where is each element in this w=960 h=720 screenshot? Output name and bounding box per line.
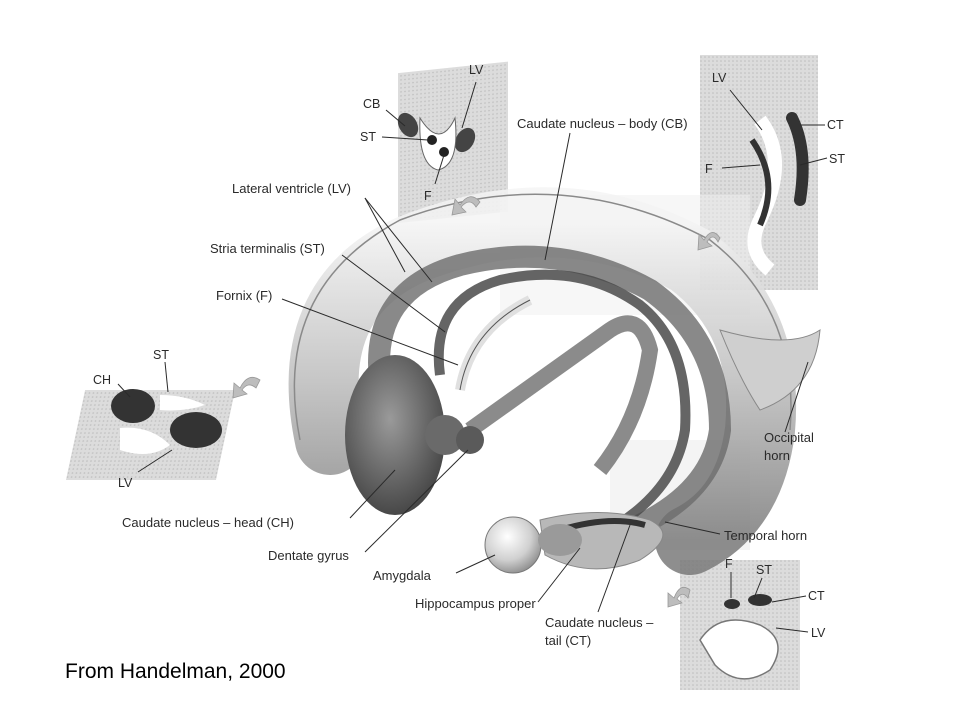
label-lateral-ventricle: Lateral ventricle (LV)	[232, 181, 351, 196]
top-inset-st: ST	[360, 130, 376, 144]
inset-labels: LV CB ST F LV CT ST F ST CH LV F ST CT L…	[93, 63, 845, 640]
label-fornix: Fornix (F)	[216, 288, 272, 303]
inset-bottom-hippo	[699, 619, 779, 680]
inset-left-ventricle	[120, 427, 170, 454]
arrow-right-icon	[697, 232, 721, 251]
inset-top-cb-left	[397, 112, 419, 138]
left-inset-ch: CH	[93, 373, 111, 387]
fornix-edge	[459, 299, 531, 391]
left-inset-lv: LV	[118, 476, 133, 490]
bottom-inset	[699, 594, 779, 680]
hippocampal-loop	[465, 315, 659, 475]
inset-top-f	[439, 147, 449, 157]
stria-terminalis	[433, 269, 691, 540]
structure-labels: Lateral ventricle (LV) Stria terminalis …	[122, 116, 814, 648]
right-inset-lv: LV	[712, 71, 727, 85]
top-inset-cb: CB	[363, 97, 380, 111]
bottom-inset-st: ST	[756, 563, 772, 577]
leader-lines	[117, 81, 828, 633]
source-credit: From Handelman, 2000	[65, 660, 286, 683]
inset-right-f	[749, 138, 772, 227]
inset-bottom-f	[724, 599, 740, 609]
right-inset-ct: CT	[827, 118, 844, 132]
label-temporal-horn: Temporal horn	[724, 528, 807, 543]
label-stria-terminalis: Stria terminalis (ST)	[210, 241, 325, 256]
label-occipital-horn-line1: Occipital	[764, 430, 814, 445]
lateral-ventricle-outline	[293, 193, 792, 441]
top-inset	[397, 112, 476, 171]
inset-bottom-ct	[748, 594, 772, 606]
caudate-head	[345, 355, 445, 515]
label-occipital-horn-line2: horn	[764, 448, 790, 463]
bottom-inset-f: F	[725, 557, 733, 571]
inset-right-ct	[786, 112, 809, 206]
left-inset	[111, 389, 222, 454]
inset-left-ch-2	[170, 412, 222, 448]
arrow-left-icon	[232, 376, 261, 399]
occipital-horn	[719, 329, 821, 411]
top-inset-f: F	[424, 189, 432, 203]
inset-left-ventricle2	[160, 395, 205, 411]
bottom-inset-ct: CT	[808, 589, 825, 603]
right-inset	[747, 112, 809, 276]
top-inset-lv: LV	[469, 63, 484, 77]
label-hippocampus-proper: Hippocampus proper	[415, 596, 536, 611]
hippocampus-shape	[538, 524, 582, 556]
right-inset-st: ST	[829, 152, 845, 166]
arrow-top-icon	[451, 196, 481, 216]
amygdala-shape	[484, 516, 542, 574]
label-dentate-gyrus: Dentate gyrus	[268, 548, 349, 563]
caudate-body	[368, 245, 732, 536]
inset-left-ch-1	[111, 389, 155, 423]
inset-top-st	[427, 135, 437, 145]
inset-top-cb-right	[454, 127, 476, 153]
direction-arrows	[232, 196, 721, 608]
label-caudate-tail-line2: tail (CT)	[545, 633, 591, 648]
arrow-bottom-icon	[667, 586, 691, 608]
left-inset-st: ST	[153, 348, 169, 362]
label-caudate-tail-line1: Caudate nucleus –	[545, 615, 654, 630]
label-amygdala: Amygdala	[373, 568, 432, 583]
label-caudate-head: Caudate nucleus – head (CH)	[122, 515, 294, 530]
inset-top-ventricle	[419, 116, 457, 171]
dentate-knob	[456, 426, 484, 454]
caudate-head-knob	[425, 415, 465, 455]
ventricle-model	[288, 187, 821, 575]
label-caudate-body: Caudate nucleus – body (CB)	[517, 116, 688, 131]
bottom-inset-lv: LV	[811, 626, 826, 640]
lateral-ventricle-arc	[288, 187, 797, 575]
right-inset-f: F	[705, 162, 713, 176]
